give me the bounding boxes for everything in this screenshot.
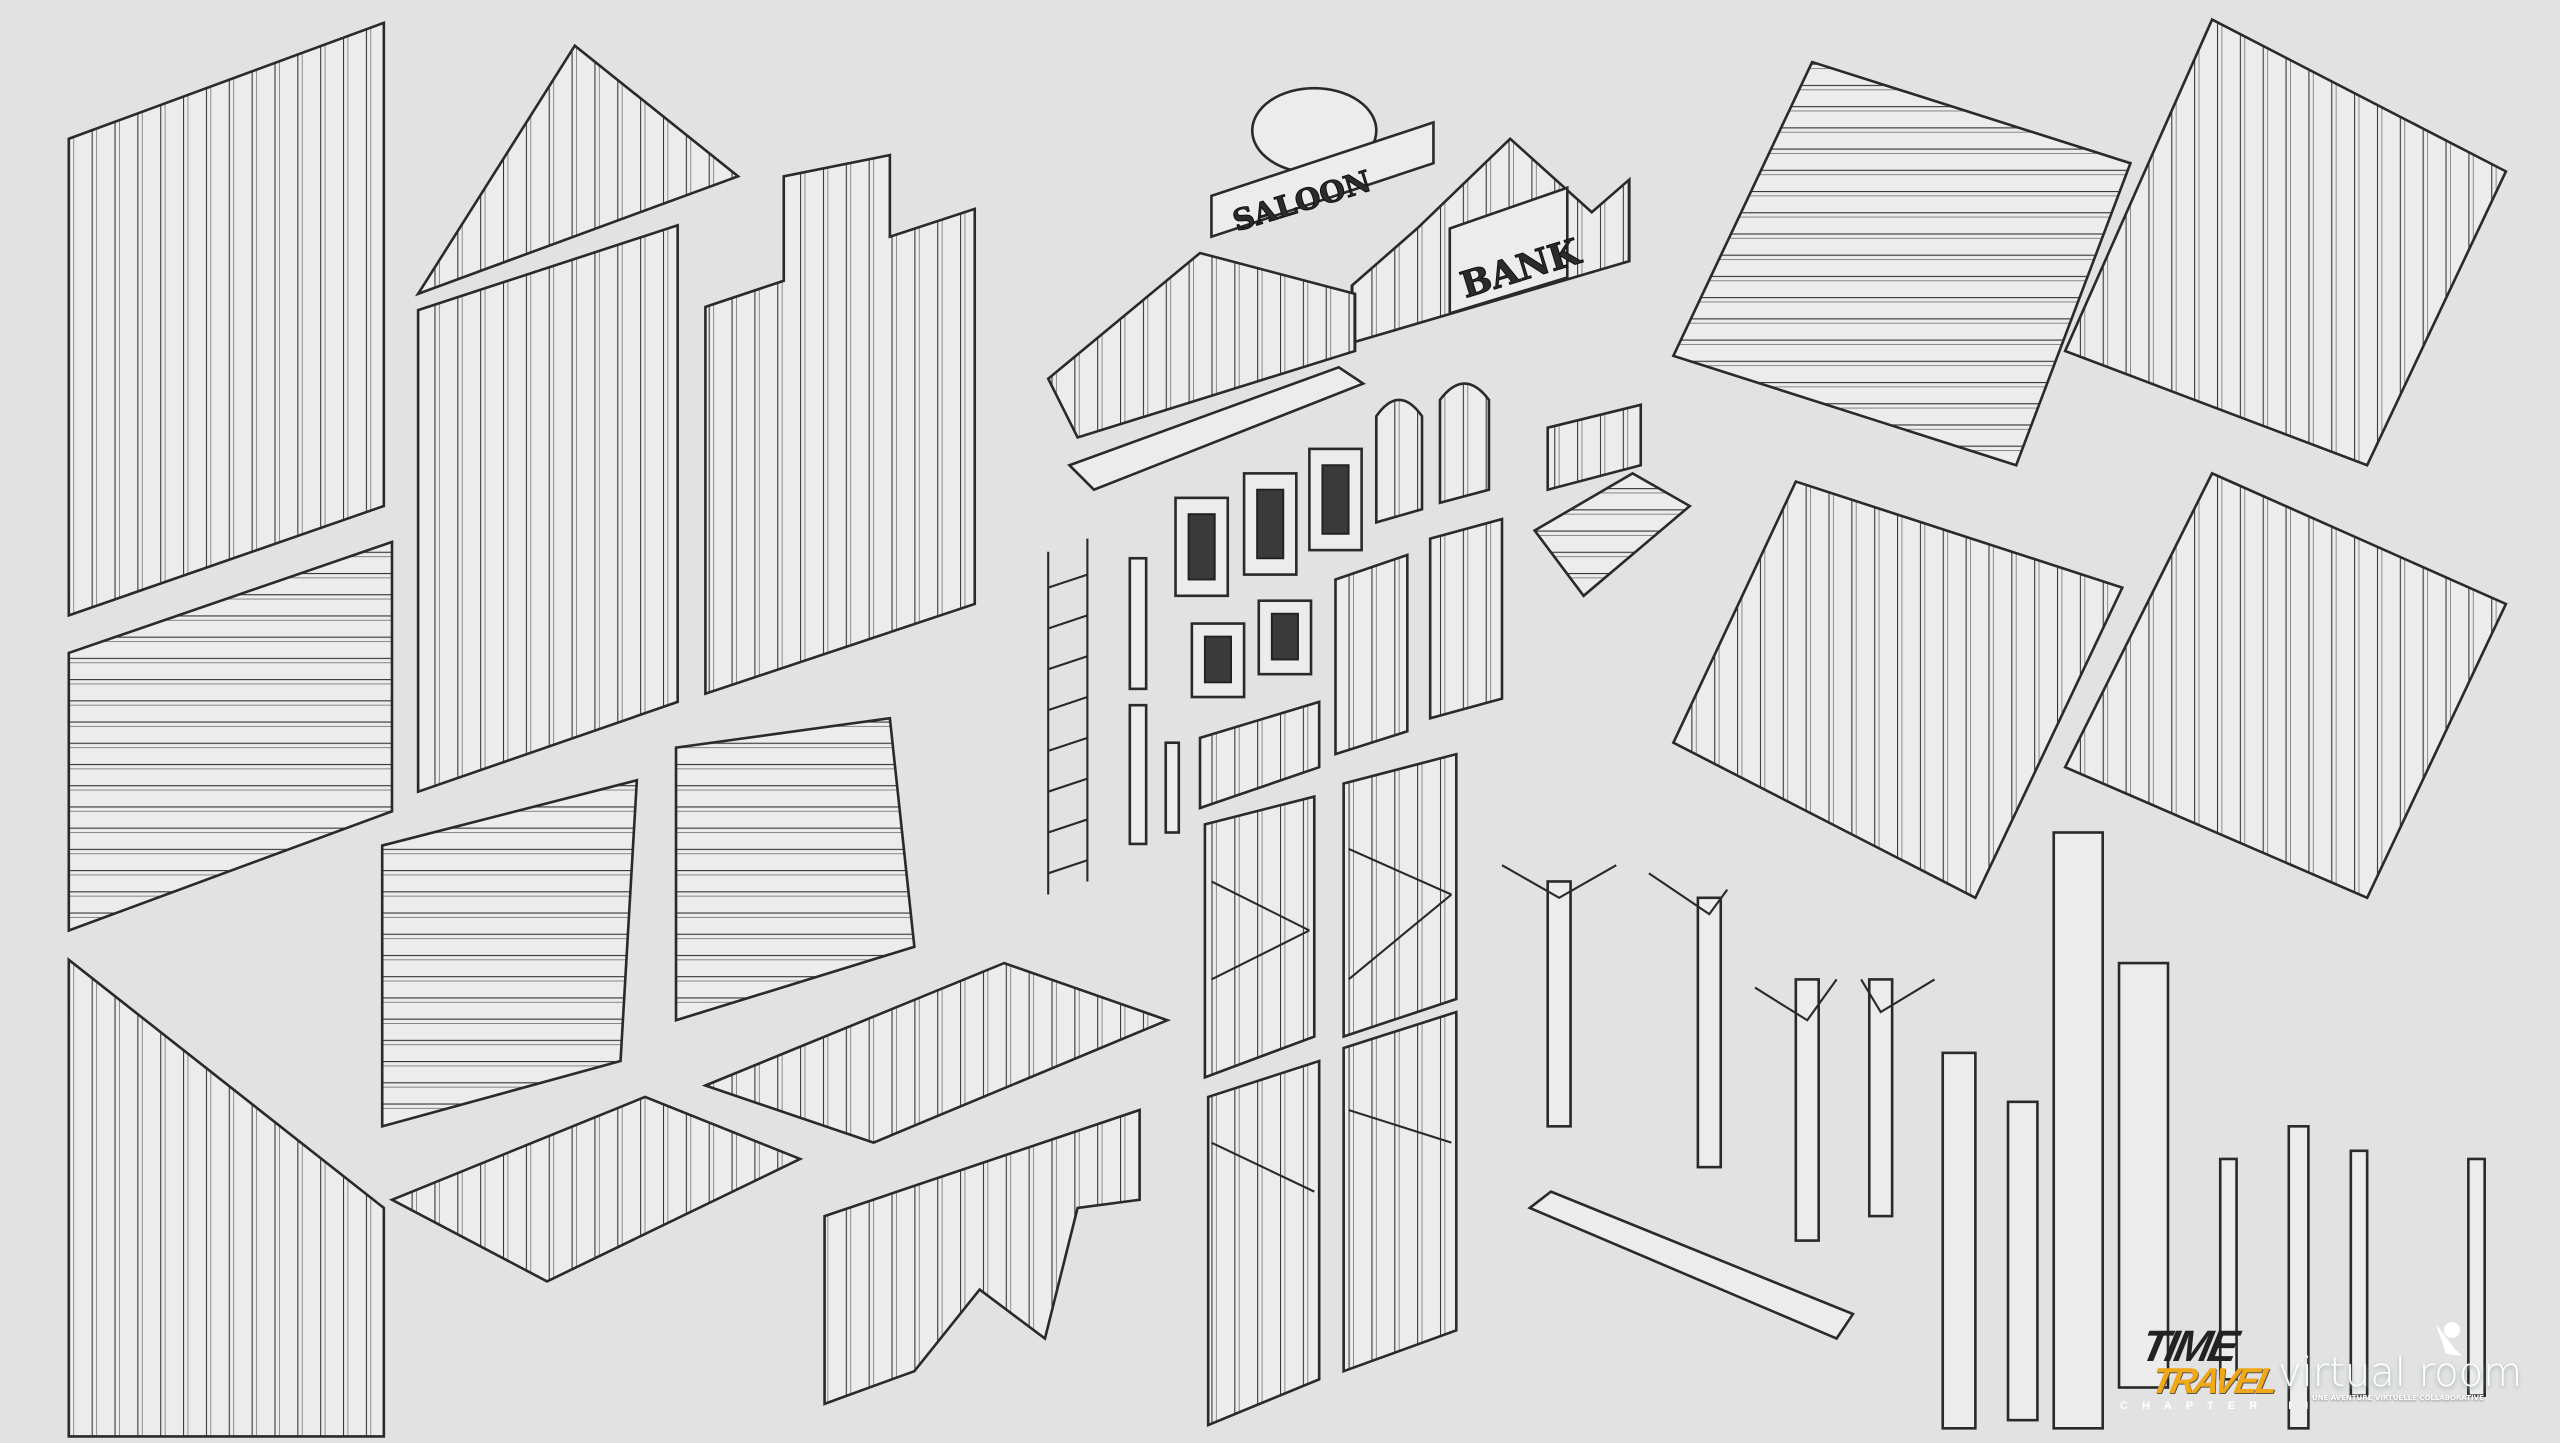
triangle-plank-wall [67, 957, 386, 1438]
log-post [2117, 961, 2170, 1389]
forked-pole [1546, 880, 1572, 1128]
railing [1198, 700, 1321, 810]
deck-1 [388, 1095, 804, 1283]
pole-fork [1754, 978, 1838, 1022]
poles [1501, 831, 2486, 1430]
barn-doors [1203, 752, 1458, 1427]
ladder-rungs [1047, 573, 1088, 875]
post [1164, 741, 1181, 834]
wall-panels [67, 20, 977, 1438]
beam [1527, 1190, 1855, 1341]
broken-wall-2 [674, 716, 916, 1022]
barn-door [1206, 1059, 1321, 1427]
saloon-sign-board [1210, 120, 1435, 239]
storefronts: SALOON BANK [1046, 86, 1631, 492]
false-front-wall [704, 153, 977, 696]
plank-roof-3 [2063, 471, 2508, 900]
time-travel-chapter: CHAPTER II [2120, 1400, 2323, 1412]
post [1128, 556, 1148, 691]
arched-window [1438, 382, 1491, 505]
window-pane [1270, 612, 1299, 661]
plank-roof-2 [1671, 479, 2125, 900]
branch-pole [2287, 1125, 2310, 1430]
branch-pole [2467, 1157, 2486, 1397]
shop-facade [1046, 251, 1357, 440]
ladder-posts [1047, 538, 1181, 895]
virtual-room-logo-icon [2436, 1322, 2462, 1356]
window-pane [1187, 513, 1216, 581]
bank-sign-board [1448, 185, 1569, 316]
barn-door [1203, 794, 1316, 1080]
forked-pole [1867, 978, 1894, 1218]
branch-pole [2349, 1149, 2369, 1397]
tall-plank-wall [416, 223, 679, 794]
door [1334, 553, 1409, 756]
steps [1532, 471, 1692, 598]
horizontal-plank-wall [67, 540, 394, 933]
plank-roof-1 [2063, 17, 2508, 467]
arched-window [1375, 398, 1424, 525]
awning-beam [1067, 365, 1367, 492]
window-pane [1203, 635, 1233, 684]
door-braces [1210, 847, 1453, 1193]
windows-doors [1174, 382, 1692, 810]
forked-pole [1794, 978, 1820, 1242]
branch-pole [2218, 1157, 2238, 1381]
window-pane [1321, 464, 1350, 535]
time-travel-logo-subtitle: TRAVEL [2147, 1360, 2280, 1401]
broken-fence [823, 1108, 1141, 1406]
post [1128, 703, 1148, 846]
shingle-roof [1671, 60, 2133, 467]
roofs [1671, 17, 2508, 900]
log-post [2052, 831, 2105, 1430]
vertical-plank-wall [67, 20, 386, 618]
door [1428, 517, 1504, 720]
virtual-room-logo: virtual room [2278, 1350, 2523, 1396]
saloon-doors [1546, 403, 1643, 492]
square-post [1941, 1051, 1977, 1430]
floor-decks [388, 961, 1172, 1406]
pole-fork [1501, 864, 1617, 900]
virtual-room-tagline: UNE AVENTURE VIRTUELLE COLLABORATIVE [2312, 1394, 2484, 1402]
pole-fork [1648, 872, 1729, 916]
square-post [2006, 1100, 2039, 1422]
forked-pole [1696, 896, 1723, 1169]
deck-2 [701, 961, 1172, 1145]
gable-wall [414, 43, 741, 297]
barn-door [1342, 1010, 1458, 1374]
broken-wall-1 [380, 778, 639, 1129]
pole-fork [1860, 978, 1936, 1014]
barn-door [1342, 752, 1458, 1039]
window-pane [1256, 488, 1285, 560]
